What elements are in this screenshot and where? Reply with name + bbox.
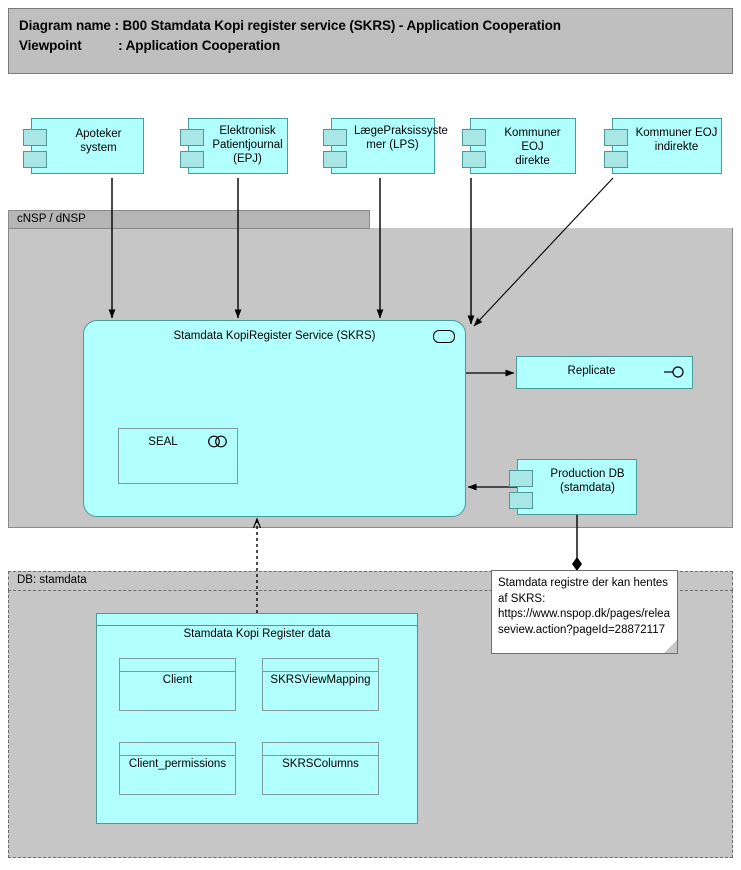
application-collaboration-seal[interactable]: SEAL — [118, 428, 238, 484]
component-apoteker-system[interactable]: Apoteker system — [23, 118, 144, 174]
component-elektronisk-patientjournal[interactable]: Elektronisk Patientjournal (EPJ) — [180, 118, 288, 174]
component-notch-upper-icon — [180, 129, 204, 146]
component-notch-lower-icon — [23, 151, 47, 168]
component-notch-upper-icon — [462, 129, 486, 146]
note-stamdata-registre: Stamdata registre der kan hentes af SKRS… — [491, 570, 678, 654]
note-text: Stamdata registre der kan hentes af SKRS… — [498, 577, 670, 636]
data-object-skrscolumns[interactable]: SKRSColumns — [262, 742, 379, 795]
data-object-skrsviewmapping[interactable]: SKRSViewMapping — [262, 658, 379, 711]
component-notch-upper-icon — [323, 129, 347, 146]
viewpoint-line: Viewpoint : Application Cooperation — [19, 38, 281, 53]
application-service-skrs[interactable]: Stamdata KopiRegister Service (SKRS) — [83, 320, 466, 517]
application-interface-icon — [664, 366, 684, 378]
group-db-stamdata-label: DB: stamdata — [17, 574, 87, 586]
component-notch-lower-icon — [604, 151, 628, 168]
component-notch-upper-icon — [604, 129, 628, 146]
component-label: Kommuner EOJ indirekte — [635, 127, 718, 153]
component-production-db[interactable]: Production DB (stamdata) — [509, 459, 637, 515]
replicate-label: Replicate — [567, 365, 616, 377]
application-service-label: Stamdata KopiRegister Service (SKRS) — [173, 330, 376, 342]
application-interface-replicate[interactable]: Replicate — [516, 356, 693, 389]
data-object-client-permissions[interactable]: Client_permissions — [119, 742, 236, 795]
seal-label: SEAL — [148, 436, 178, 448]
data-object-header-bar — [263, 659, 378, 672]
component-notch-upper-icon — [509, 470, 533, 487]
data-object-label: Client — [162, 674, 193, 686]
component-laegepraksissystemer-lps[interactable]: LægePraksissyste mer (LPS) — [323, 118, 448, 174]
data-object-label: Client_permissions — [128, 758, 227, 770]
application-collaboration-icon — [208, 435, 227, 448]
component-notch-lower-icon — [462, 151, 486, 168]
component-kommuner-eoj-direkte[interactable]: Kommuner EOJ direkte — [462, 118, 576, 174]
component-notch-lower-icon — [323, 151, 347, 168]
data-object-label: Stamdata Kopi Register data — [183, 628, 331, 640]
component-notch-upper-icon — [23, 129, 47, 146]
component-label: Apoteker system — [75, 128, 122, 154]
note-fold-icon — [663, 639, 678, 654]
application-service-icon — [433, 330, 455, 343]
data-object-header-bar — [120, 743, 235, 756]
component-notch-lower-icon — [180, 151, 204, 168]
component-label: Elektronisk Patientjournal (EPJ) — [212, 125, 283, 165]
data-object-header-bar — [97, 614, 417, 626]
data-object-header-bar — [263, 743, 378, 756]
component-notch-lower-icon — [509, 492, 533, 509]
data-object-client[interactable]: Client — [119, 658, 236, 711]
diagram-title-bar: Diagram name : B00 Stamdata Kopi registe… — [8, 8, 733, 74]
data-object-label: SKRSViewMapping — [270, 674, 371, 686]
production-db-label: Production DB (stamdata) — [550, 468, 625, 494]
component-label: Kommuner EOJ direkte — [504, 127, 561, 167]
diagram-name-line: Diagram name : B00 Stamdata Kopi registe… — [19, 18, 561, 33]
group-cnsp-dnsp-tab: cNSP / dNSP — [8, 210, 370, 229]
data-object-header-bar — [120, 659, 235, 672]
data-object-label: SKRSColumns — [282, 758, 359, 770]
component-label: LægePraksissyste mer (LPS) — [354, 125, 448, 151]
note-fold-edge-icon — [661, 637, 678, 654]
group-cnsp-dnsp-label: cNSP / dNSP — [17, 213, 86, 225]
component-kommuner-eoj-indirekte[interactable]: Kommuner EOJ indirekte — [604, 118, 722, 174]
